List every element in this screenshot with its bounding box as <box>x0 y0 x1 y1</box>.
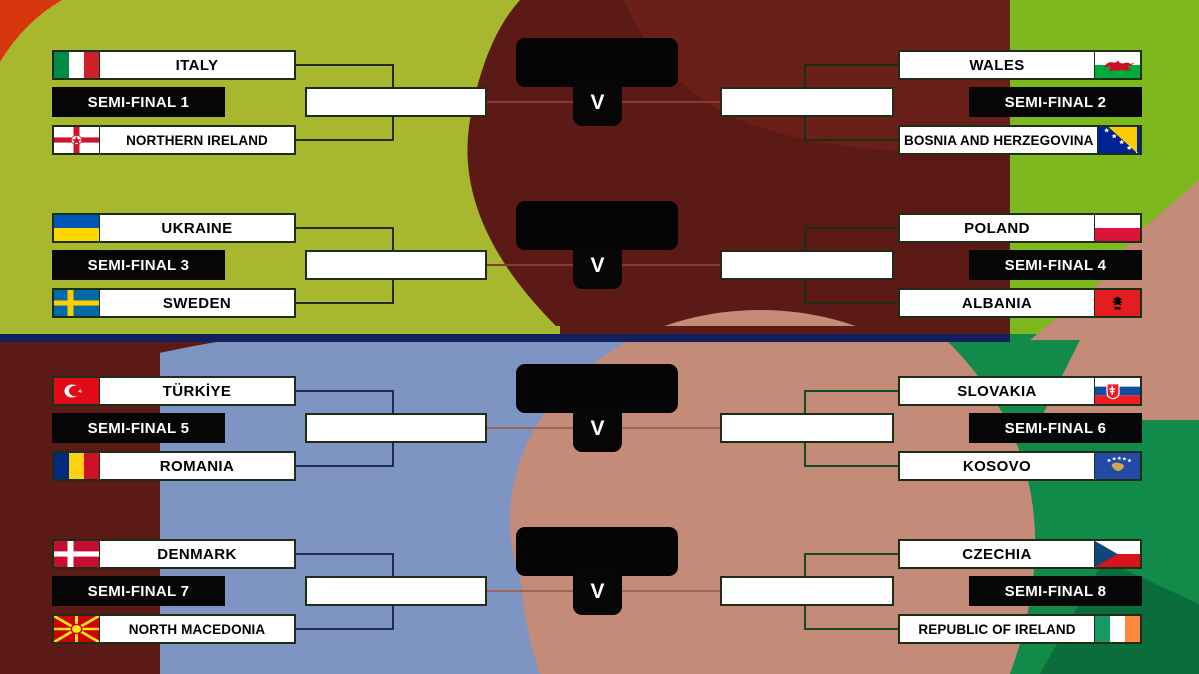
semifinal-label: SEMI-FINAL 1 <box>87 93 190 111</box>
flag-ireland <box>1094 616 1140 642</box>
team-name: DENMARK <box>157 545 237 563</box>
team-box[interactable]: UKRAINE <box>52 213 296 243</box>
semifinal-label: SEMI-FINAL 7 <box>87 582 190 600</box>
versus-label: V <box>590 416 605 440</box>
versus-badge: V <box>573 404 622 452</box>
flag-wales <box>1094 52 1140 78</box>
versus-label: V <box>590 253 605 277</box>
semifinal-label-box: SEMI-FINAL 2 <box>969 87 1142 117</box>
winner-box[interactable] <box>720 87 894 117</box>
team-name: UKRAINE <box>161 219 233 237</box>
versus-label: V <box>590 90 605 114</box>
flag-kosovo <box>1094 453 1140 479</box>
team-box[interactable]: ALBANIA <box>898 288 1142 318</box>
team-box[interactable]: POLAND <box>898 213 1142 243</box>
semifinal-label-box: SEMI-FINAL 4 <box>969 250 1142 280</box>
versus-badge: V <box>573 567 622 615</box>
flag-north-macedonia <box>54 616 100 642</box>
flag-slovakia <box>1094 378 1140 404</box>
team-box[interactable]: SLOVAKIA <box>898 376 1142 406</box>
team-name: NORTH MACEDONIA <box>128 621 266 637</box>
flag-denmark <box>54 541 100 567</box>
team-box[interactable]: CZECHIA <box>898 539 1142 569</box>
winner-box[interactable] <box>720 250 894 280</box>
team-name: TÜRKİYE <box>162 382 232 400</box>
winner-box[interactable] <box>720 576 894 606</box>
semifinal-label: SEMI-FINAL 4 <box>1004 256 1107 274</box>
flag-turkiye <box>54 378 100 404</box>
team-name: WALES <box>969 56 1025 74</box>
semifinal-label-box: SEMI-FINAL 1 <box>52 87 225 117</box>
team-box[interactable]: NORTHERN IRELAND <box>52 125 296 155</box>
versus-badge: V <box>573 241 622 289</box>
flag-romania <box>54 453 100 479</box>
team-box[interactable]: SWEDEN <box>52 288 296 318</box>
team-box[interactable]: KOSOVO <box>898 451 1142 481</box>
semifinal-label-box: SEMI-FINAL 3 <box>52 250 225 280</box>
team-box[interactable]: WALES <box>898 50 1142 80</box>
team-name: SLOVAKIA <box>957 382 1037 400</box>
team-name: NORTHERN IRELAND <box>126 132 268 148</box>
winner-box[interactable] <box>720 413 894 443</box>
team-box[interactable]: NORTH MACEDONIA <box>52 614 296 644</box>
semifinal-label-box: SEMI-FINAL 6 <box>969 413 1142 443</box>
versus-label: V <box>590 579 605 603</box>
versus-badge: V <box>573 78 622 126</box>
team-name: ITALY <box>175 56 219 74</box>
team-name: SWEDEN <box>162 294 232 312</box>
flag-northern-ireland <box>54 127 100 153</box>
flag-bosnia <box>1097 127 1140 153</box>
semifinal-label-box: SEMI-FINAL 8 <box>969 576 1142 606</box>
team-name: ROMANIA <box>159 457 235 475</box>
flag-poland <box>1094 215 1140 241</box>
team-name: POLAND <box>964 219 1030 237</box>
team-name: ALBANIA <box>961 294 1033 312</box>
semifinal-label: SEMI-FINAL 8 <box>1004 582 1107 600</box>
semifinal-label: SEMI-FINAL 6 <box>1004 419 1107 437</box>
team-box[interactable]: BOSNIA AND HERZEGOVINA <box>898 125 1142 155</box>
winner-box[interactable] <box>305 250 487 280</box>
flag-italy <box>54 52 100 78</box>
team-box[interactable]: ITALY <box>52 50 296 80</box>
flag-czechia <box>1094 541 1140 567</box>
semifinal-label: SEMI-FINAL 5 <box>87 419 190 437</box>
semifinal-label-box: SEMI-FINAL 7 <box>52 576 225 606</box>
team-box[interactable]: DENMARK <box>52 539 296 569</box>
team-name: BOSNIA AND HERZEGOVINA <box>904 132 1094 148</box>
team-box[interactable]: REPUBLIC OF IRELAND <box>898 614 1142 644</box>
semifinal-label: SEMI-FINAL 2 <box>1004 93 1107 111</box>
team-box[interactable]: ROMANIA <box>52 451 296 481</box>
semifinal-label: SEMI-FINAL 3 <box>87 256 190 274</box>
winner-box[interactable] <box>305 413 487 443</box>
team-name: KOSOVO <box>962 457 1032 475</box>
flag-ukraine <box>54 215 100 241</box>
semifinal-label-box: SEMI-FINAL 5 <box>52 413 225 443</box>
flag-albania <box>1094 290 1140 316</box>
winner-box[interactable] <box>305 576 487 606</box>
team-box[interactable]: TÜRKİYE <box>52 376 296 406</box>
team-name: REPUBLIC OF IRELAND <box>918 621 1076 637</box>
flag-sweden <box>54 290 100 316</box>
winner-box[interactable] <box>305 87 487 117</box>
team-name: CZECHIA <box>962 545 1032 563</box>
